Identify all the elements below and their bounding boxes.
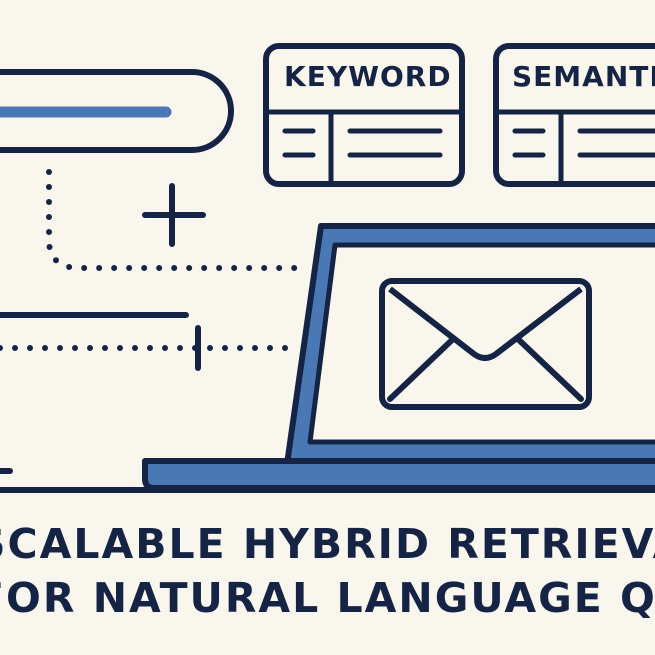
- laptop-icon: [142, 223, 655, 491]
- keyword-card: [263, 43, 465, 187]
- dotted-connector-top: [46, 169, 308, 271]
- search-bar: [0, 69, 234, 153]
- keyword-card-title: KEYWORD: [284, 60, 452, 93]
- envelope-icon: [379, 278, 592, 410]
- caption-line-2: FOR NATURAL LANGUAGE QUERIES: [0, 574, 655, 622]
- table-icon: [512, 128, 655, 158]
- plus-icon: [142, 183, 206, 247]
- table-icon: [282, 128, 443, 158]
- semantic-card-title: SEMANTIC: [512, 60, 655, 93]
- dotted-connector-bottom: [0, 312, 293, 474]
- semantic-card: [493, 43, 655, 187]
- caption-line-1: SCALABLE HYBRID RETRIEVAL: [0, 520, 655, 568]
